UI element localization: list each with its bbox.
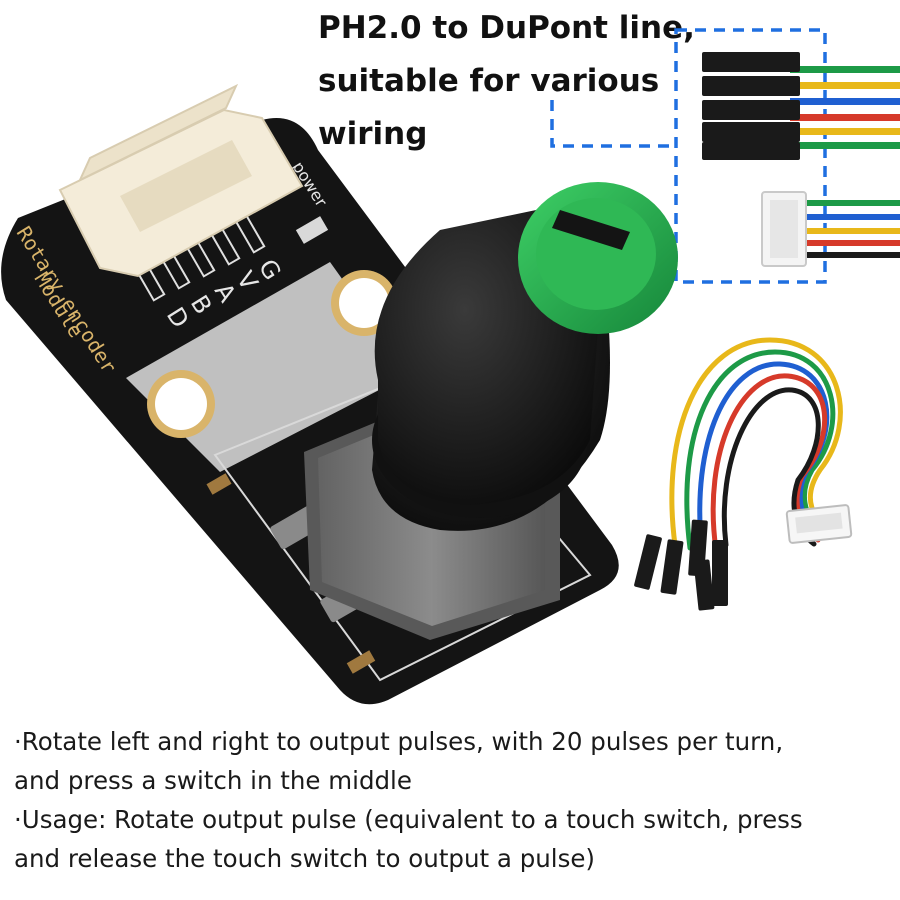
wire-loop-bundle [669, 337, 843, 555]
ph2-connector-wires [761, 191, 900, 267]
ph2-plug-small [785, 504, 853, 544]
headline: PH2.0 to DuPont line, suitable for vario… [318, 2, 698, 161]
headline-line-1: PH2.0 to DuPont line, [318, 10, 695, 46]
headline-line-3: wiring [318, 116, 428, 152]
dupont-wires-straight [702, 52, 900, 160]
knob [372, 182, 678, 531]
caption-line-4: and release the touch switch to output a… [14, 844, 595, 873]
dupont-plugs [634, 519, 728, 611]
caption-line-1: ·Rotate left and right to output pulses,… [14, 727, 784, 756]
product-illustration: Rotary encoder Module power G V A B D [1, 28, 900, 705]
board-connector [58, 83, 304, 278]
callout-bracket [550, 28, 827, 284]
caption: ·Rotate left and right to output pulses,… [14, 722, 894, 878]
caption-line-2: and press a switch in the middle [14, 766, 412, 795]
headline-line-2: suitable for various [318, 63, 660, 99]
caption-line-3: ·Usage: Rotate output pulse (equivalent … [14, 805, 803, 834]
